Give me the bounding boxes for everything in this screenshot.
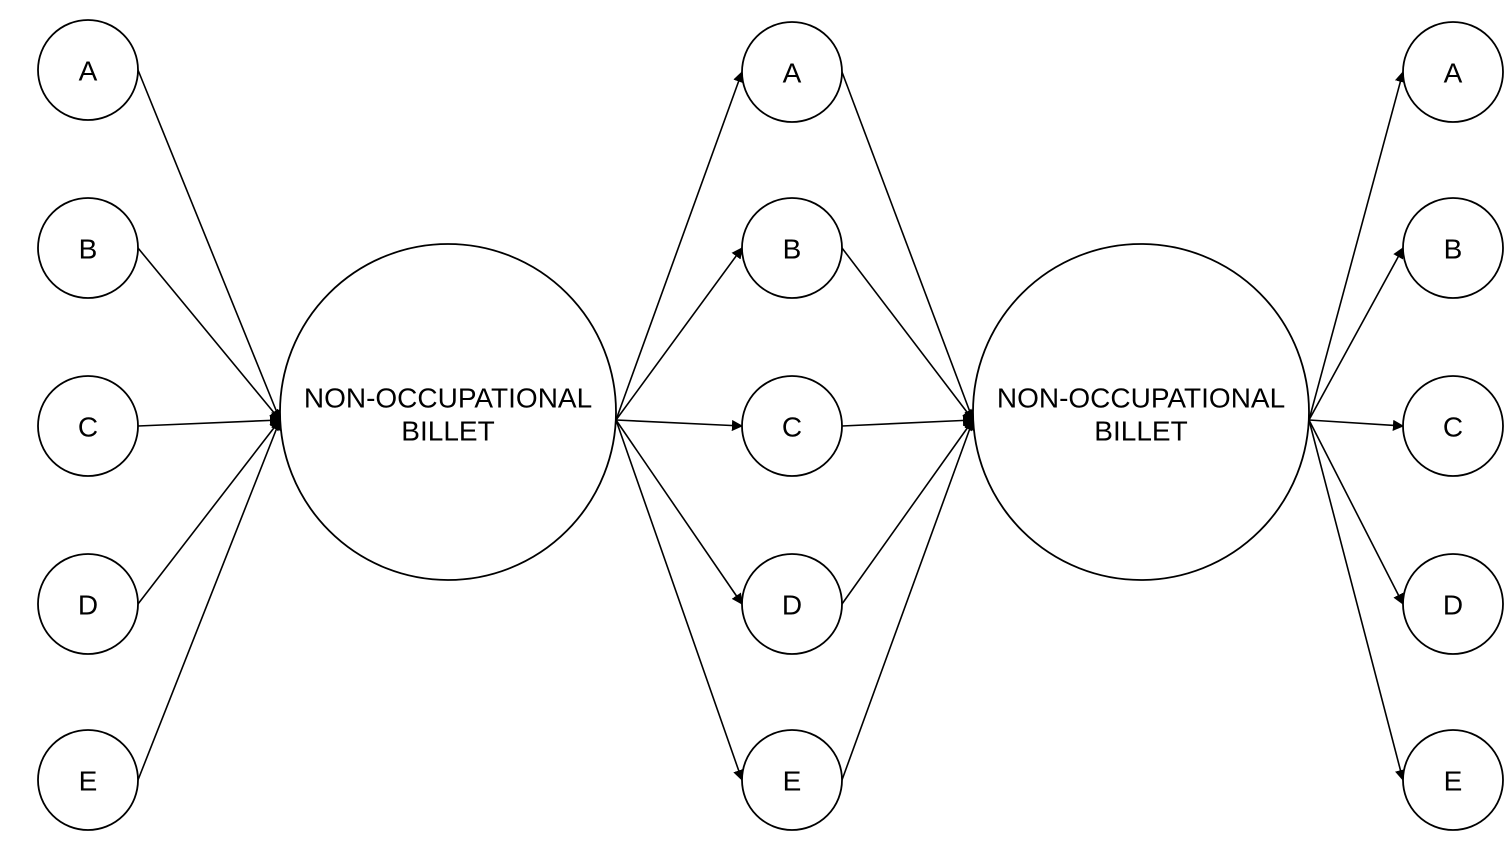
- node-mid-c-label: C: [782, 412, 802, 443]
- edges-billet1-to-middle: [615, 70, 744, 782]
- node-mid-d-label: D: [782, 590, 802, 621]
- node-right-b-label: B: [1444, 234, 1463, 265]
- billet-node-2-label-line2: BILLET: [1094, 416, 1187, 447]
- node-left-a: A: [37, 19, 139, 121]
- node-right-c-label: C: [1443, 412, 1463, 443]
- node-right-e-label: E: [1444, 766, 1463, 797]
- node-left-d-label: D: [78, 590, 98, 621]
- billet-node-1-label-line2: BILLET: [401, 416, 494, 447]
- edge-mid-a-to-billet2: [841, 71, 975, 422]
- edge-billet2-to-right-c: [1308, 419, 1405, 431]
- edge-mid-d-to-billet2: [841, 419, 974, 605]
- node-mid-c: C: [741, 375, 843, 477]
- edge-billet1-to-mid-d: [615, 419, 743, 605]
- node-left-e: E: [37, 729, 139, 831]
- edges-left-to-billet1: [137, 69, 282, 781]
- edge-mid-c-to-billet2: [841, 414, 975, 427]
- node-right-e: E: [1402, 729, 1504, 831]
- node-left-b-label: B: [79, 234, 98, 265]
- billet-node-2-label-line1: NON-OCCUPATIONAL: [997, 383, 1285, 414]
- middle-column-nodes: A B C D E: [741, 21, 843, 831]
- edge-billet2-to-right-e: [1308, 419, 1406, 782]
- node-right-d-circle: [1402, 553, 1504, 655]
- edge-billet1-to-mid-c: [615, 419, 744, 432]
- node-mid-b-circle: [741, 197, 843, 299]
- node-right-a-circle: [1402, 21, 1504, 123]
- node-mid-a-circle: [741, 21, 843, 123]
- billet-node-1-circle: [279, 243, 617, 581]
- node-mid-a: A: [741, 21, 843, 123]
- node-mid-e: E: [741, 729, 843, 831]
- left-column-nodes: A B C D E: [37, 19, 139, 831]
- node-mid-d-circle: [741, 553, 843, 655]
- edge-left-d-to-billet1: [137, 419, 281, 605]
- node-right-d-label: D: [1443, 590, 1463, 621]
- right-column-nodes: A B C D E: [1402, 21, 1504, 831]
- node-mid-c-circle: [741, 375, 843, 477]
- edge-left-c-to-billet1: [137, 414, 282, 427]
- node-mid-b: B: [741, 197, 843, 299]
- node-left-c-circle: [37, 375, 139, 477]
- billet-node-2: NON-OCCUPATIONAL BILLET: [972, 243, 1310, 581]
- node-mid-e-label: E: [783, 766, 802, 797]
- node-left-a-circle: [37, 19, 139, 121]
- edges-middle-to-billet2: [841, 71, 975, 781]
- edge-billet1-to-mid-a: [615, 70, 744, 421]
- node-left-d-circle: [37, 553, 139, 655]
- edge-billet2-to-right-b: [1308, 247, 1404, 421]
- node-right-c-circle: [1402, 375, 1504, 477]
- node-right-a: A: [1402, 21, 1504, 123]
- edge-billet1-to-mid-b: [615, 247, 743, 421]
- node-left-c: C: [37, 375, 139, 477]
- node-right-e-circle: [1402, 729, 1504, 831]
- edge-left-e-to-billet1: [137, 418, 282, 781]
- node-left-d: D: [37, 553, 139, 655]
- node-mid-a-label: A: [783, 58, 802, 89]
- edge-billet1-to-mid-e: [615, 419, 744, 782]
- node-mid-d: D: [741, 553, 843, 655]
- node-right-b: B: [1402, 197, 1504, 299]
- node-left-a-label: A: [79, 56, 98, 87]
- edge-billet2-to-right-d: [1308, 419, 1404, 605]
- edge-left-b-to-billet1: [137, 247, 281, 421]
- node-right-c: C: [1402, 375, 1504, 477]
- edge-billet2-to-right-a: [1308, 70, 1406, 421]
- node-right-b-circle: [1402, 197, 1504, 299]
- billet-node-1: NON-OCCUPATIONAL BILLET: [279, 243, 617, 581]
- node-left-c-label: C: [78, 412, 98, 443]
- node-left-b-circle: [37, 197, 139, 299]
- edges-billet2-to-right: [1308, 70, 1406, 782]
- node-left-b: B: [37, 197, 139, 299]
- node-right-d: D: [1402, 553, 1504, 655]
- billet-node-2-circle: [972, 243, 1310, 581]
- node-left-e-label: E: [79, 766, 98, 797]
- node-left-e-circle: [37, 729, 139, 831]
- edge-mid-e-to-billet2: [841, 418, 975, 781]
- edge-left-a-to-billet1: [137, 69, 282, 422]
- billet-node-1-label-line1: NON-OCCUPATIONAL: [304, 383, 592, 414]
- node-right-a-label: A: [1444, 58, 1463, 89]
- node-mid-e-circle: [741, 729, 843, 831]
- node-mid-b-label: B: [783, 234, 802, 265]
- edge-mid-b-to-billet2: [841, 247, 974, 421]
